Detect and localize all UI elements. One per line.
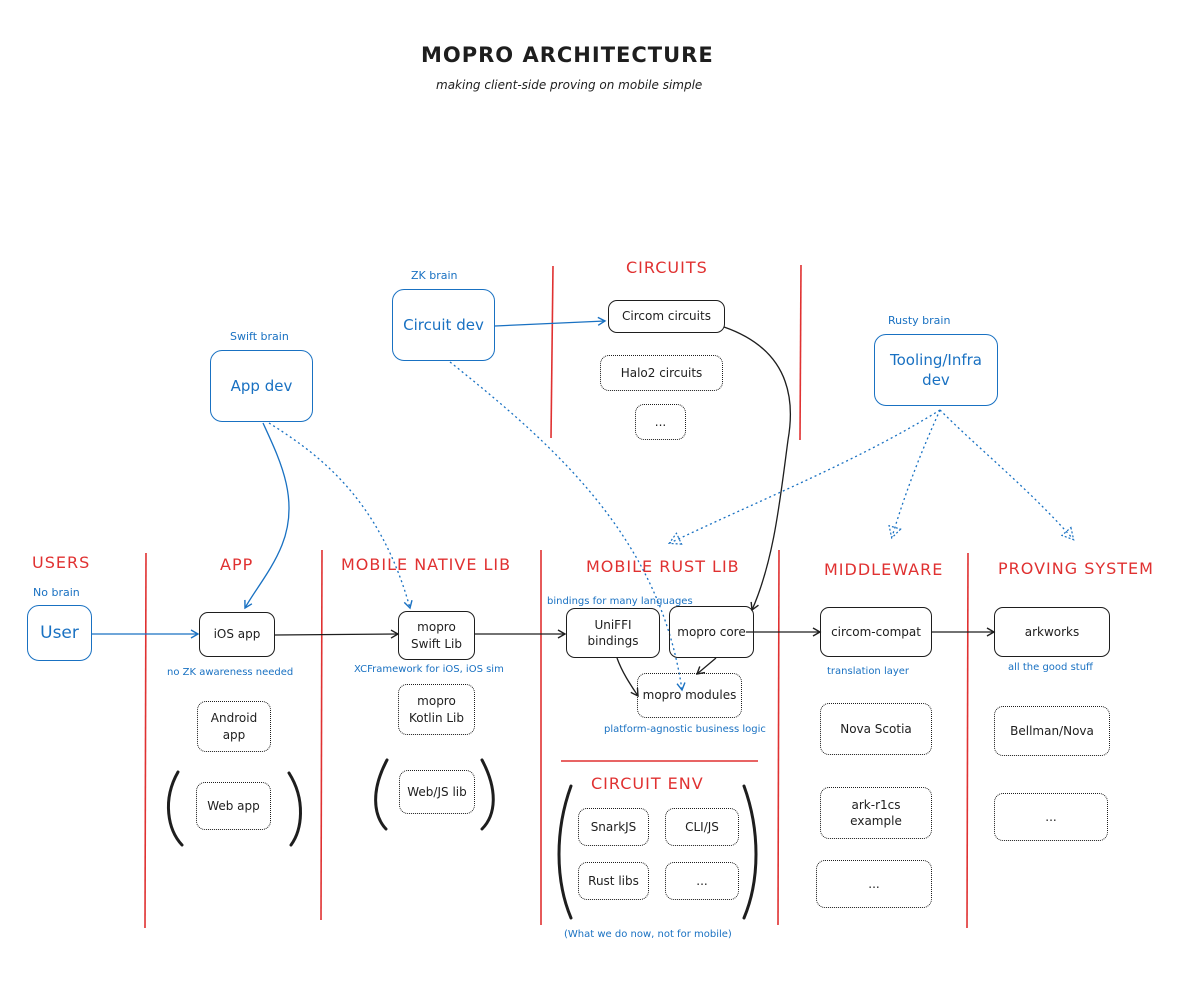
- column-dividers: [144, 264, 969, 929]
- divider-users-app: [144, 552, 147, 929]
- column-header-rust-lib: MOBILE RUST LIB: [586, 557, 740, 576]
- tooling-dev-brain-label: Rusty brain: [888, 314, 951, 327]
- bracket-native-right: [480, 758, 495, 831]
- dotted-circuitdev-to-modules: [449, 361, 686, 692]
- swift-lib-note: XCFramework for iOS, iOS sim: [354, 664, 504, 675]
- more-env-box[interactable]: ...: [665, 862, 739, 900]
- arrow-appdev-to-ios: [244, 422, 290, 610]
- app-dev-persona-box[interactable]: App dev: [210, 350, 313, 422]
- brackets: [166, 758, 758, 920]
- column-header-app: APP: [220, 555, 254, 574]
- swift-lib-box[interactable]: mopro Swift Lib: [398, 611, 475, 660]
- more-proving-box[interactable]: ...: [994, 793, 1108, 841]
- ios-app-note: no ZK awareness needed: [167, 667, 294, 678]
- web-js-lib-box[interactable]: Web/JS lib: [399, 770, 475, 814]
- column-header-middleware: MIDDLEWARE: [824, 560, 944, 579]
- ark-r1cs-box[interactable]: ark-r1cs example: [820, 787, 932, 839]
- page-subtitle: making client-side proving on mobile sim…: [436, 78, 703, 92]
- arkworks-box[interactable]: arkworks: [994, 607, 1110, 657]
- dotted-tooling-to-middleware: [892, 409, 941, 537]
- uniffi-bindings-box[interactable]: UniFFI bindings: [566, 608, 660, 658]
- arkworks-note: all the good stuff: [1008, 662, 1093, 673]
- page-title: MOPRO ARCHITECTURE: [421, 43, 714, 67]
- bracket-env-right: [742, 784, 758, 920]
- more-circuits-box[interactable]: ...: [635, 404, 686, 440]
- section-header-circuit-env: CIRCUIT ENV: [591, 774, 704, 793]
- nova-scotia-box[interactable]: Nova Scotia: [820, 703, 932, 755]
- divider-middleware-proving: [966, 552, 969, 929]
- more-middleware-box[interactable]: ...: [816, 860, 932, 908]
- bracket-native-left: [374, 758, 389, 831]
- bracket-app-right: [287, 771, 302, 847]
- rust-libs-box[interactable]: Rust libs: [578, 862, 649, 900]
- dotted-tooling-to-rustlib: [670, 409, 941, 543]
- bracket-env-left: [557, 784, 573, 920]
- divider-rust-middleware: [777, 549, 780, 926]
- arrow-circom-to-core: [723, 326, 791, 612]
- cli-js-box[interactable]: CLI/JS: [665, 808, 739, 846]
- column-header-proving-system: PROVING SYSTEM: [998, 559, 1154, 578]
- mopro-modules-note: platform-agnostic business logic: [604, 724, 766, 735]
- bellman-nova-box[interactable]: Bellman/Nova: [994, 706, 1110, 756]
- circom-circuits-box[interactable]: Circom circuits: [608, 300, 725, 333]
- snarkjs-box[interactable]: SnarkJS: [578, 808, 649, 846]
- divider-circuits-left: [550, 265, 554, 439]
- circuit-env-note: (What we do now, not for mobile): [564, 929, 732, 940]
- flow-arrows: [274, 326, 996, 698]
- arrow-ios-to-swift: [274, 629, 400, 639]
- app-dev-brain-label: Swift brain: [230, 330, 289, 343]
- ios-app-box[interactable]: iOS app: [199, 612, 275, 657]
- halo2-circuits-box[interactable]: Halo2 circuits: [600, 355, 723, 391]
- android-app-box[interactable]: Android app: [197, 701, 271, 752]
- user-persona-box[interactable]: User: [27, 605, 92, 661]
- arrow-uniffi-to-modules: [616, 657, 639, 698]
- uniffi-bindings-note: bindings for many languages: [547, 596, 693, 607]
- column-header-users: USERS: [32, 553, 91, 572]
- column-header-circuits: CIRCUITS: [626, 258, 708, 277]
- circom-compat-note: translation layer: [827, 666, 910, 677]
- kotlin-lib-box[interactable]: mopro Kotlin Lib: [398, 684, 475, 735]
- divider-app-native: [320, 549, 323, 921]
- arrow-circuitdev-to-circom: [494, 316, 607, 327]
- bracket-app-left: [166, 770, 184, 847]
- arrow-core-to-modules: [695, 657, 717, 675]
- dotted-tooling-to-proving: [939, 409, 1073, 539]
- persona-arrows: [92, 316, 607, 639]
- circom-compat-box[interactable]: circom-compat: [820, 607, 932, 657]
- divider-circuits-right: [799, 264, 802, 441]
- column-header-native-lib: MOBILE NATIVE LIB: [341, 555, 512, 574]
- dotted-relations: [268, 361, 1073, 692]
- web-app-box[interactable]: Web app: [196, 782, 271, 830]
- circuit-dev-brain-label: ZK brain: [411, 269, 458, 282]
- circuit-dev-persona-box[interactable]: Circuit dev: [392, 289, 495, 361]
- dotted-appdev-to-swift: [268, 422, 413, 610]
- mopro-core-box[interactable]: mopro core: [669, 606, 754, 658]
- mopro-modules-box[interactable]: mopro modules: [637, 673, 742, 718]
- tooling-dev-persona-box[interactable]: Tooling/Infra dev: [874, 334, 998, 406]
- user-brain-label: No brain: [33, 586, 80, 599]
